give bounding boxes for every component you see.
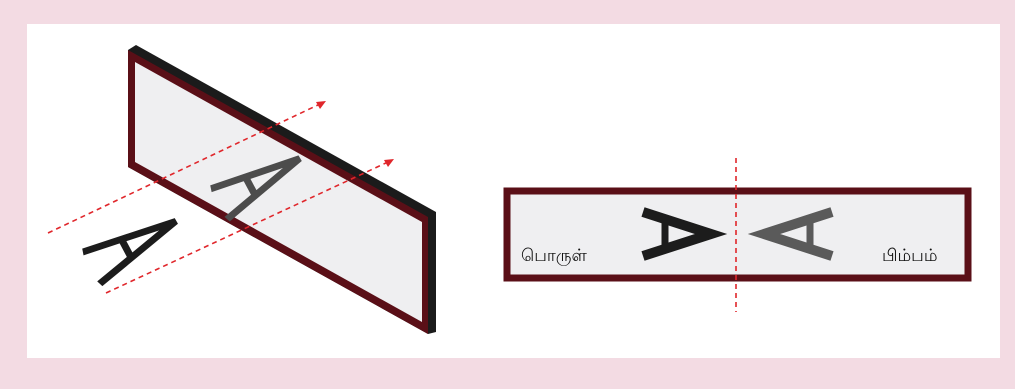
mirror-3d [128,45,436,334]
object-label: பொருள் [521,246,587,268]
image-label: பிம்பம் [882,246,938,268]
object-letter [83,207,185,284]
